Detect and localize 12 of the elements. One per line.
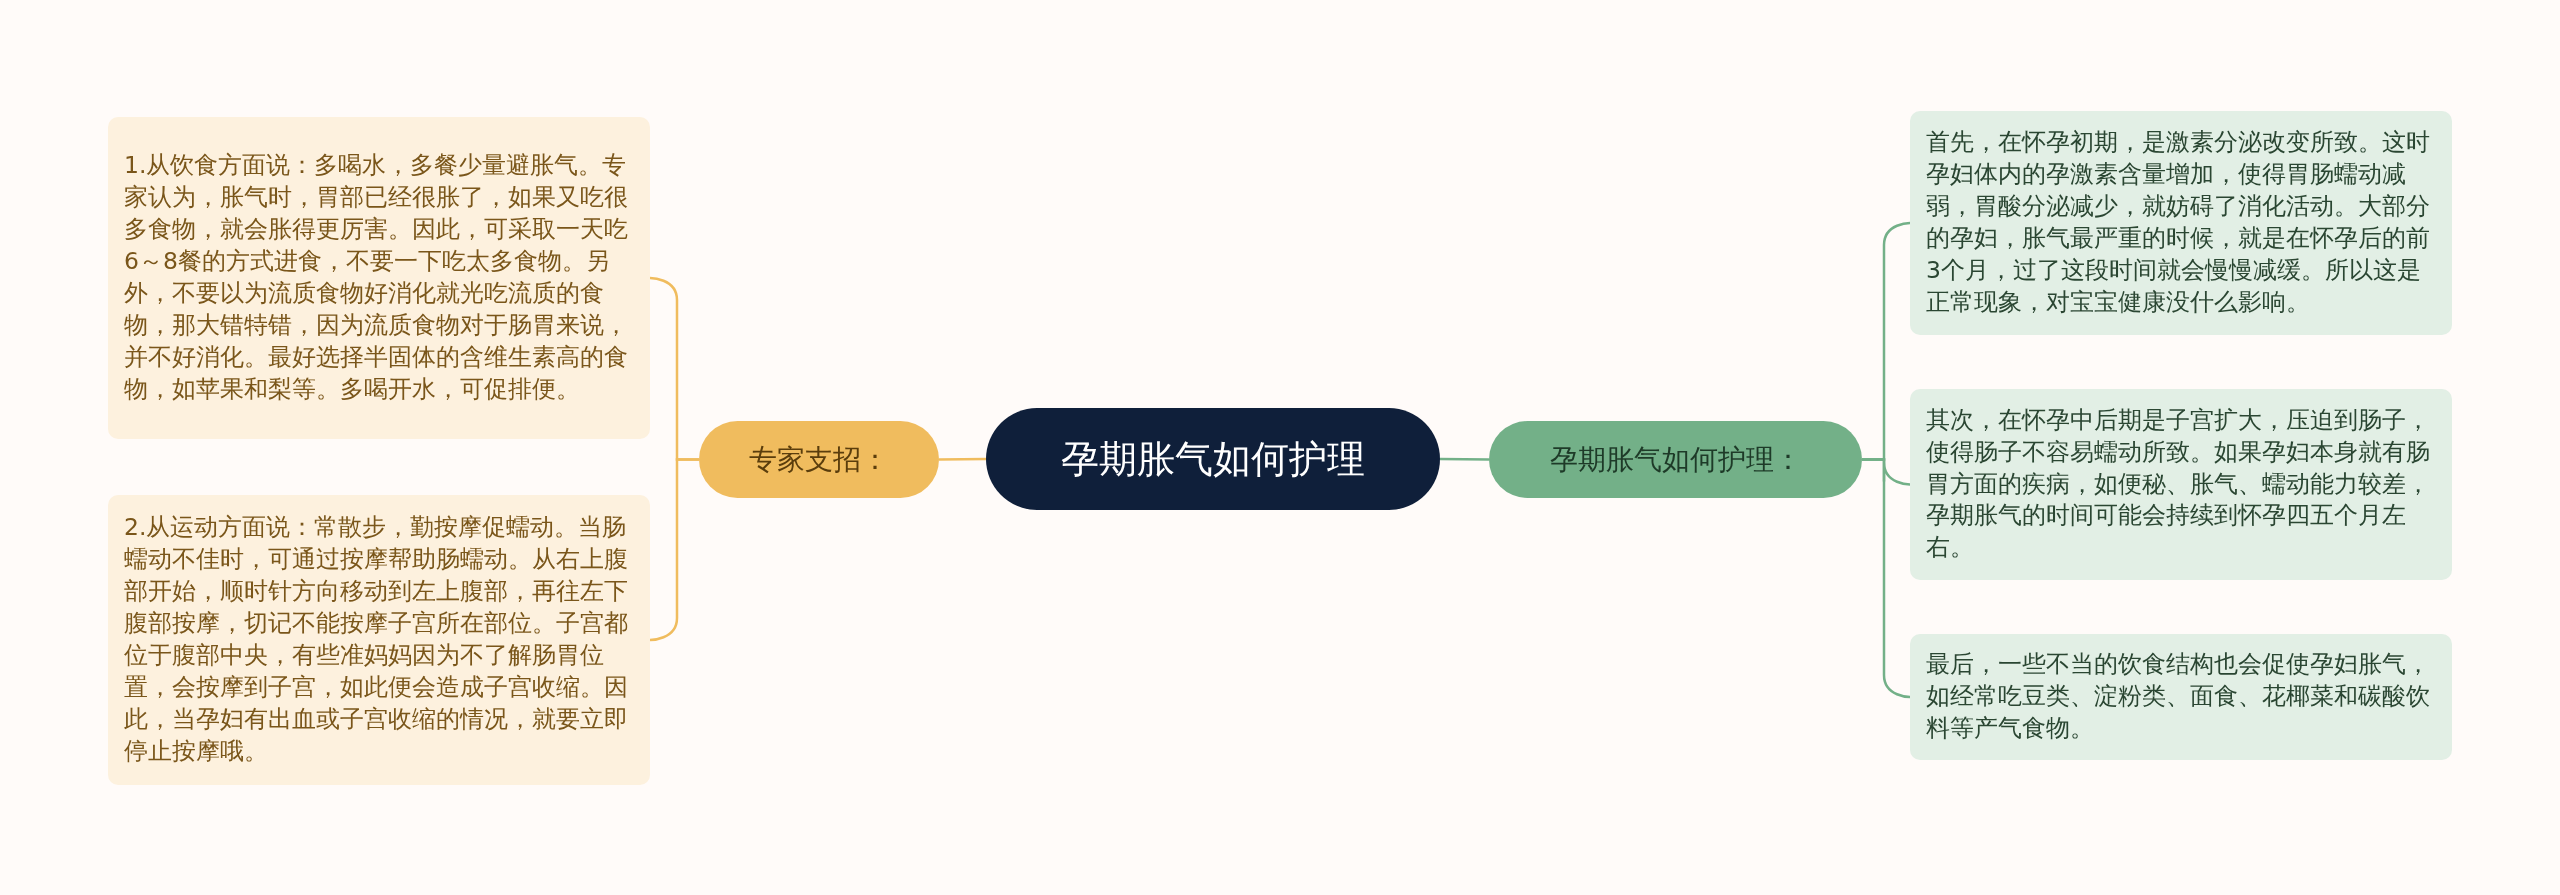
note-card: 1.从饮食方面说：多喝水，多餐少量避胀气。专家认为，胀气时，胃部已经很胀了，如果又吃很多食物，就会胀得更厉害。因此，可采取一天吃6～8餐的方式进食，不要一下吃太多食物。另外，不要以为流质食物好消化就光吃流质的食物，那大错特错，因为流质食物对于肠胃来说，并不好消化。最好选择半固体的含维生素高的食物，如苹果和梨等。多喝开水，可促排便。 xyxy=(108,117,650,439)
connector-line xyxy=(649,458,699,642)
connector-line xyxy=(1862,458,1911,699)
note-card: 最后，一些不当的饮食结构也会促使孕妇胀气，如经常吃豆类、淀粉类、面食、花椰菜和碳酸饮料等产气食物。 xyxy=(1910,634,2452,760)
central-topic: 孕期胀气如何护理 xyxy=(986,408,1440,510)
connector-line xyxy=(1440,457,1489,461)
note-card: 其次，在怀孕中后期是子宫扩大，压迫到肠子，使得肠子不容易蠕动所致。如果孕妇本身就有肠胃方面的疾病，如便秘、胀气、蠕动能力较差，孕期胀气的时间可能会持续到怀孕四五个月左右。 xyxy=(1910,389,2452,580)
connector-line xyxy=(939,457,986,461)
branch-topic: 专家支招： xyxy=(699,421,939,498)
note-card: 2.从运动方面说：常散步，勤按摩促蠕动。当肠蠕动不佳时，可通过按摩帮助肠蠕动。从右上腹部开始，顺时针方向移动到左上腹部，再往左下腹部按摩，切记不能按摩子宫所在部位。子宫都位于腹部中央，有些准妈妈因为不了解肠胃位置，会按摩到子宫，如此便会造成子宫收缩。因此，当孕妇有出血或子宫收缩的情况，就要立即停止按摩哦。 xyxy=(108,495,650,785)
branch-topic: 孕期胀气如何护理： xyxy=(1489,421,1862,498)
note-card: 首先，在怀孕初期，是激素分泌改变所致。这时孕妇体内的孕激素含量增加，使得胃肠蠕动减弱，胃酸分泌减少，就妨碍了消化活动。大部分的孕妇，胀气最严重的时候，就是在怀孕后的前3个月，过了这段时间就会慢慢减缓。所以这是正常现象，对宝宝健康没什么影响。 xyxy=(1910,111,2452,335)
